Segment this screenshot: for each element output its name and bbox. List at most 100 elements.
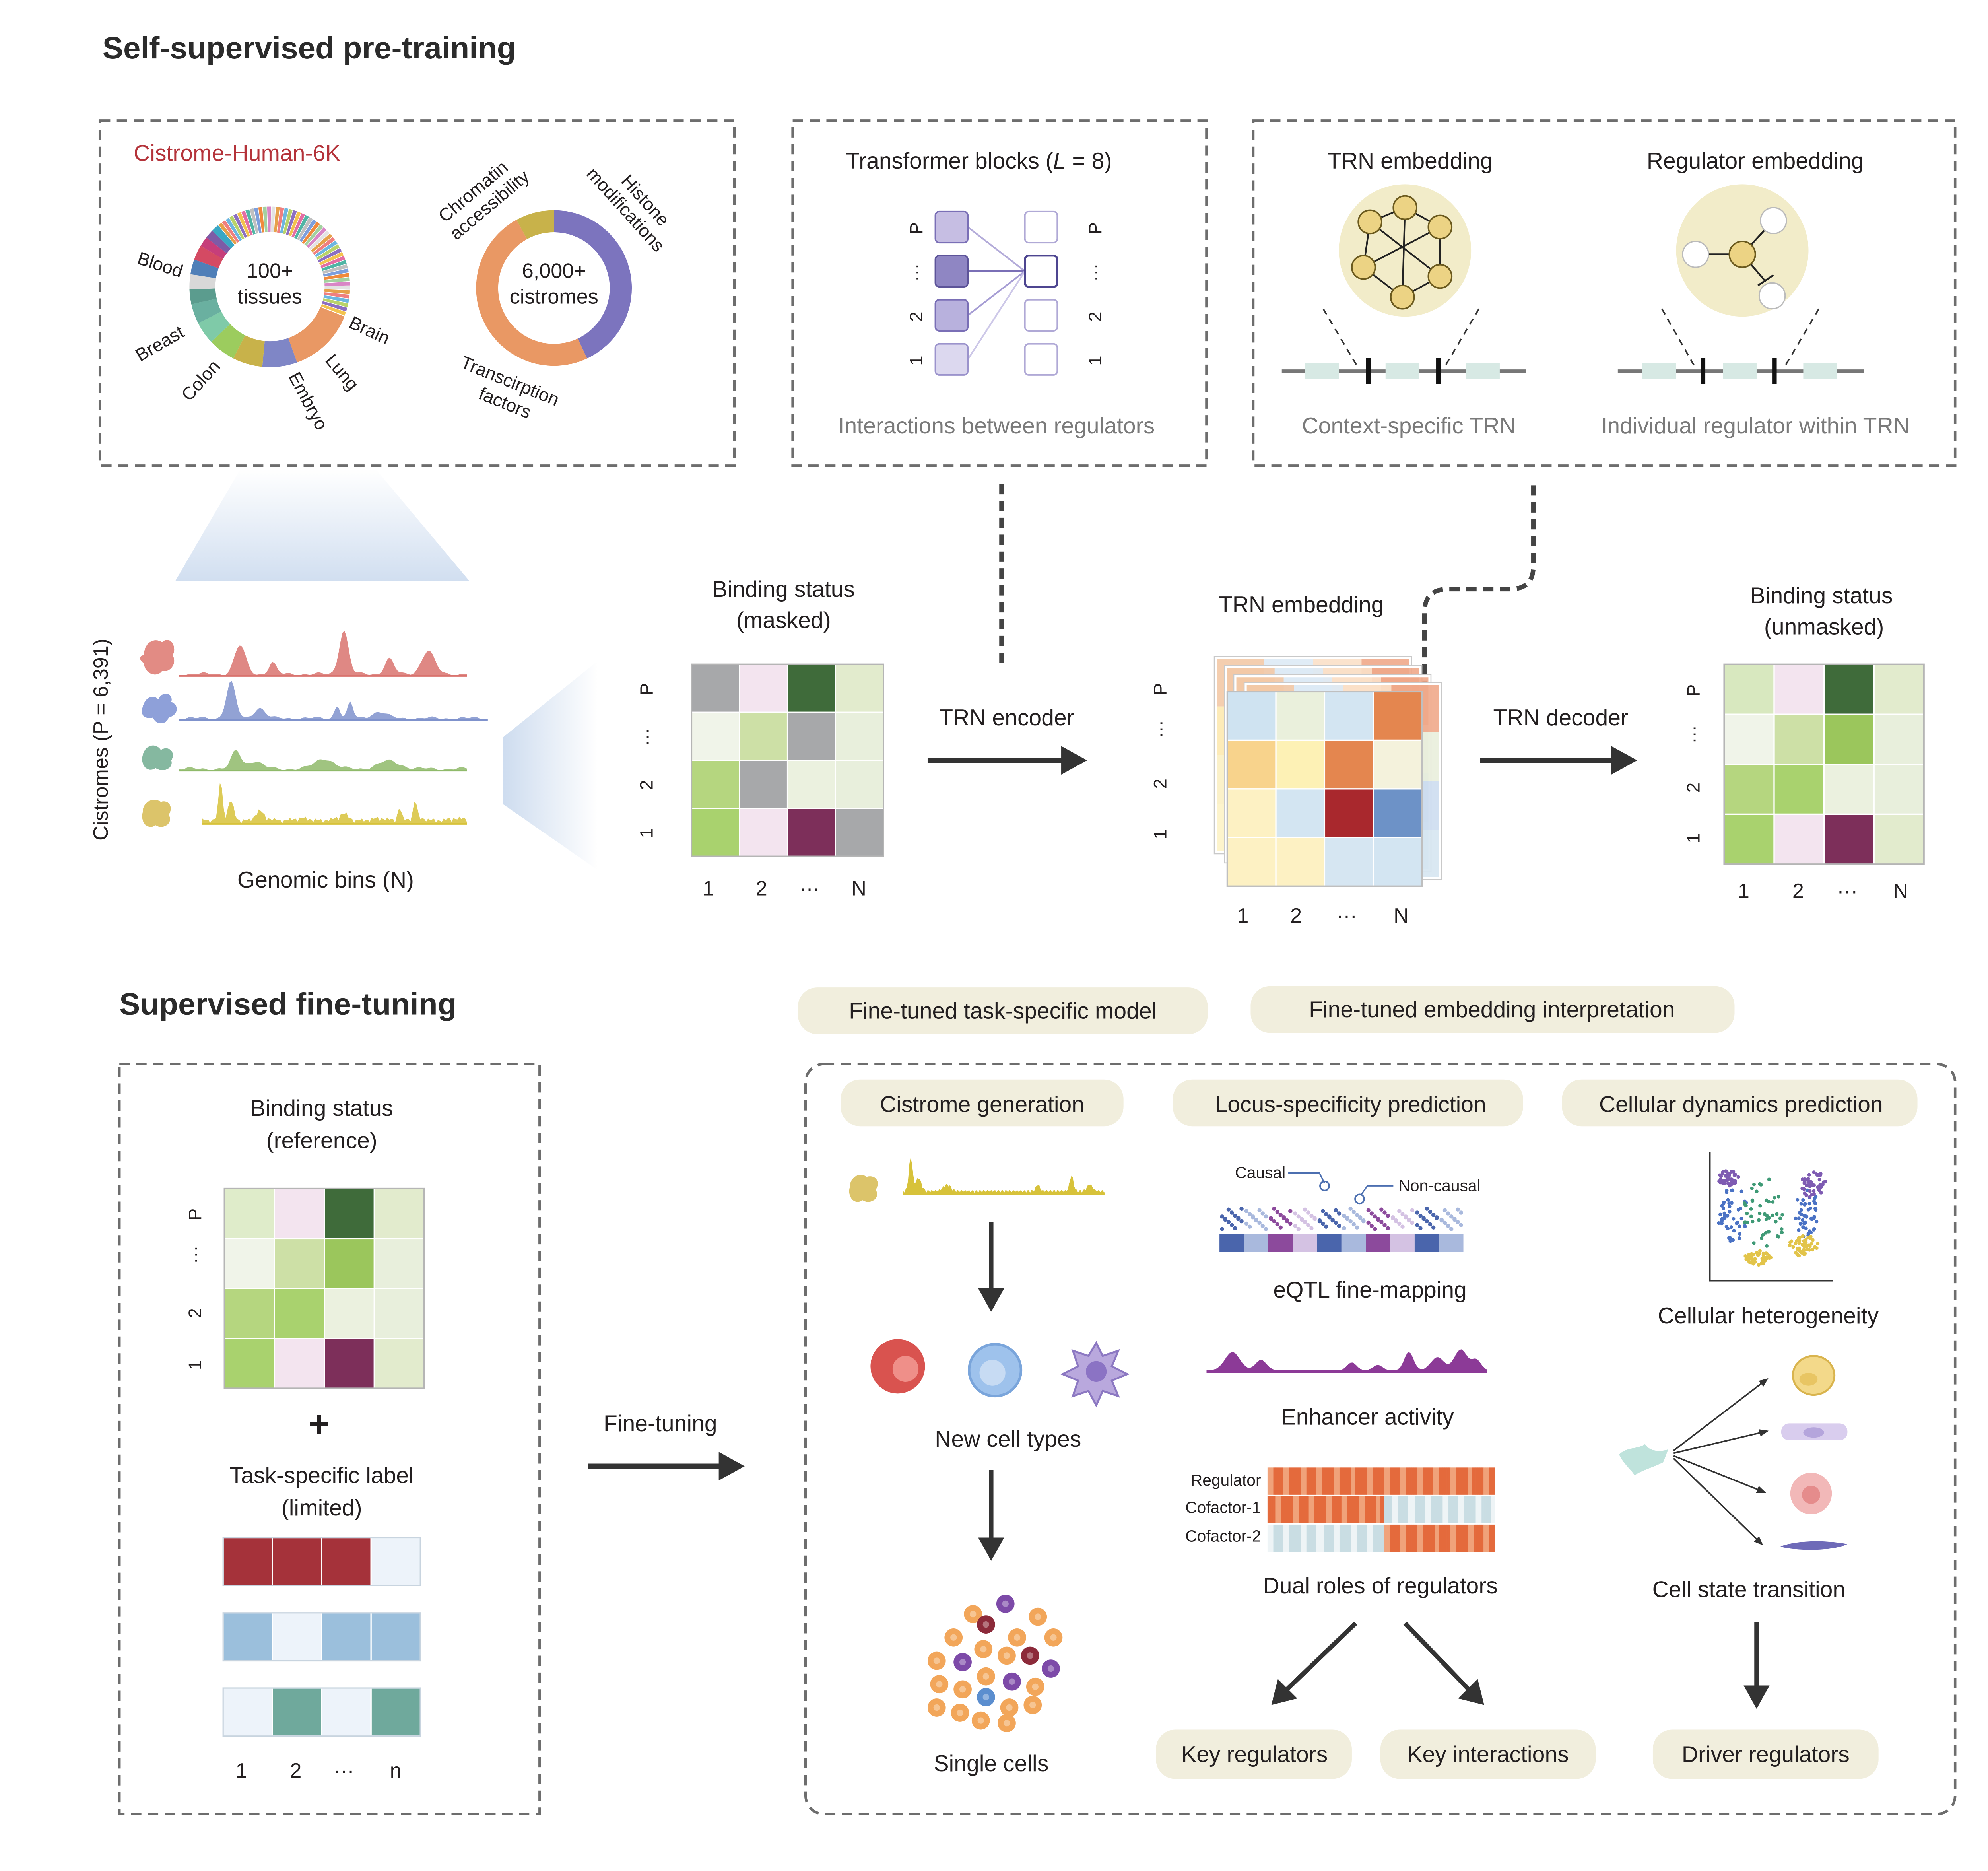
heat-strip bbox=[1326, 1524, 1328, 1552]
heat-strip bbox=[1363, 1496, 1365, 1523]
heat-strip bbox=[1460, 1496, 1462, 1523]
non-causal-label: Non-causal bbox=[1398, 1176, 1480, 1195]
snp-point bbox=[1348, 1207, 1353, 1211]
umap-point bbox=[1758, 1249, 1762, 1253]
heat-strip bbox=[1351, 1467, 1353, 1495]
snp-point bbox=[1269, 1216, 1273, 1221]
heat-strip bbox=[1491, 1524, 1493, 1552]
heat-strip bbox=[1369, 1524, 1371, 1552]
causal-pointer bbox=[1288, 1172, 1325, 1184]
tf-left-label-1: 1 bbox=[906, 356, 926, 365]
heat-strip bbox=[1302, 1524, 1305, 1552]
tissue-segment bbox=[189, 288, 217, 305]
umap-point bbox=[1794, 1242, 1798, 1245]
tasks-panel: Cistrome generation Locus-specificity pr… bbox=[804, 1063, 1957, 1815]
heat-strip bbox=[1458, 1524, 1460, 1552]
heat-strip bbox=[1376, 1467, 1379, 1495]
umap-point bbox=[1801, 1198, 1805, 1202]
umap-point bbox=[1780, 1227, 1784, 1231]
masked-row-1: 1 bbox=[636, 828, 656, 838]
heat-strip bbox=[1466, 1467, 1468, 1495]
umap-point bbox=[1780, 1213, 1784, 1217]
label-bar-cell bbox=[272, 1612, 322, 1662]
umap-point bbox=[1763, 1212, 1767, 1216]
heat-strip bbox=[1328, 1467, 1330, 1495]
snp-point bbox=[1342, 1214, 1346, 1218]
umap-point bbox=[1738, 1236, 1741, 1240]
embedding-front-cell bbox=[1373, 739, 1423, 790]
umap-point bbox=[1747, 1253, 1751, 1257]
new-cell-types-label: New cell types bbox=[935, 1426, 1081, 1452]
heat-strip bbox=[1404, 1496, 1406, 1523]
heat-strip bbox=[1415, 1467, 1418, 1495]
matrix-cell bbox=[739, 711, 788, 761]
label-lung: Lung bbox=[321, 350, 363, 394]
zoom-dashes bbox=[1322, 308, 1820, 367]
single-cell bbox=[977, 1667, 995, 1686]
snp-point bbox=[1239, 1219, 1244, 1224]
heat-strip bbox=[1267, 1496, 1270, 1523]
cell-state-transition-label: Cell state transition bbox=[1652, 1577, 1846, 1603]
single-cell bbox=[998, 1646, 1016, 1665]
pretraining-title: Self-supervised pre-training bbox=[103, 30, 516, 65]
single-cell-nucleus bbox=[1035, 1613, 1041, 1620]
heat-strip bbox=[1355, 1467, 1357, 1495]
label-bar-cell bbox=[321, 1612, 372, 1662]
heat-strip bbox=[1441, 1524, 1443, 1552]
umap-point bbox=[1745, 1220, 1749, 1224]
umap-point bbox=[1760, 1236, 1764, 1240]
enhancer-signal bbox=[1206, 1349, 1487, 1373]
umap-point bbox=[1729, 1225, 1733, 1229]
snp-point bbox=[1309, 1226, 1314, 1230]
heat-strip bbox=[1475, 1467, 1478, 1495]
snp-point bbox=[1376, 1217, 1380, 1222]
matrix-cell bbox=[1773, 764, 1825, 815]
locus-specificity-title: Locus-specificity prediction bbox=[1215, 1092, 1486, 1117]
embedding-front-cell bbox=[1275, 691, 1326, 741]
masked-col-n: N bbox=[851, 877, 866, 900]
snp-point bbox=[1397, 1221, 1402, 1226]
snp-point bbox=[1244, 1209, 1249, 1213]
heat-strip bbox=[1460, 1467, 1462, 1495]
single-cell bbox=[996, 1595, 1015, 1613]
cistromes-axis-label: Cistromes (P = 6,391) bbox=[89, 639, 113, 841]
snp-point bbox=[1324, 1224, 1328, 1229]
transformer-caption: Interactions between regulators bbox=[838, 413, 1155, 439]
umap-point bbox=[1750, 1198, 1754, 1202]
single-cell-nucleus bbox=[957, 1709, 963, 1716]
umap-point bbox=[1761, 1261, 1765, 1265]
snp-point bbox=[1320, 1221, 1325, 1226]
heat-strip bbox=[1419, 1524, 1421, 1552]
heat-strip bbox=[1408, 1524, 1410, 1552]
heat-strip bbox=[1483, 1524, 1486, 1552]
tissue-label: tissues bbox=[237, 286, 302, 309]
heat-strip bbox=[1417, 1467, 1419, 1495]
heat-strip bbox=[1297, 1496, 1299, 1523]
heat-strip bbox=[1446, 1467, 1449, 1495]
heat-strip bbox=[1435, 1524, 1437, 1552]
tissue-minor-segment bbox=[266, 206, 272, 233]
single-cell-nucleus bbox=[1003, 1652, 1010, 1659]
heat-strip bbox=[1390, 1496, 1392, 1523]
single-cell-cluster bbox=[927, 1595, 1063, 1732]
snp-point bbox=[1293, 1211, 1297, 1216]
heat-strip bbox=[1475, 1496, 1478, 1523]
single-cell-nucleus bbox=[1047, 1665, 1054, 1672]
attention-line bbox=[967, 270, 1025, 316]
matrix-cell bbox=[1823, 764, 1875, 815]
umap-point bbox=[1725, 1179, 1729, 1183]
snp-point bbox=[1382, 1210, 1387, 1215]
heat-strip bbox=[1481, 1467, 1484, 1495]
heat-strip bbox=[1299, 1496, 1301, 1523]
stack-row-2: 2 bbox=[1150, 779, 1170, 789]
umap-point bbox=[1797, 1236, 1801, 1240]
snp-point bbox=[1220, 1214, 1224, 1219]
dendritic-cell-nucleus bbox=[1086, 1361, 1107, 1382]
single-cell-nucleus bbox=[959, 1686, 966, 1693]
single-cell bbox=[1026, 1677, 1044, 1696]
umap-point bbox=[1801, 1225, 1805, 1229]
heat-strip bbox=[1444, 1524, 1447, 1552]
tf-right-label-2: 2 bbox=[1085, 311, 1105, 321]
heat-strip bbox=[1487, 1467, 1490, 1495]
matrix-cell bbox=[1773, 813, 1825, 865]
